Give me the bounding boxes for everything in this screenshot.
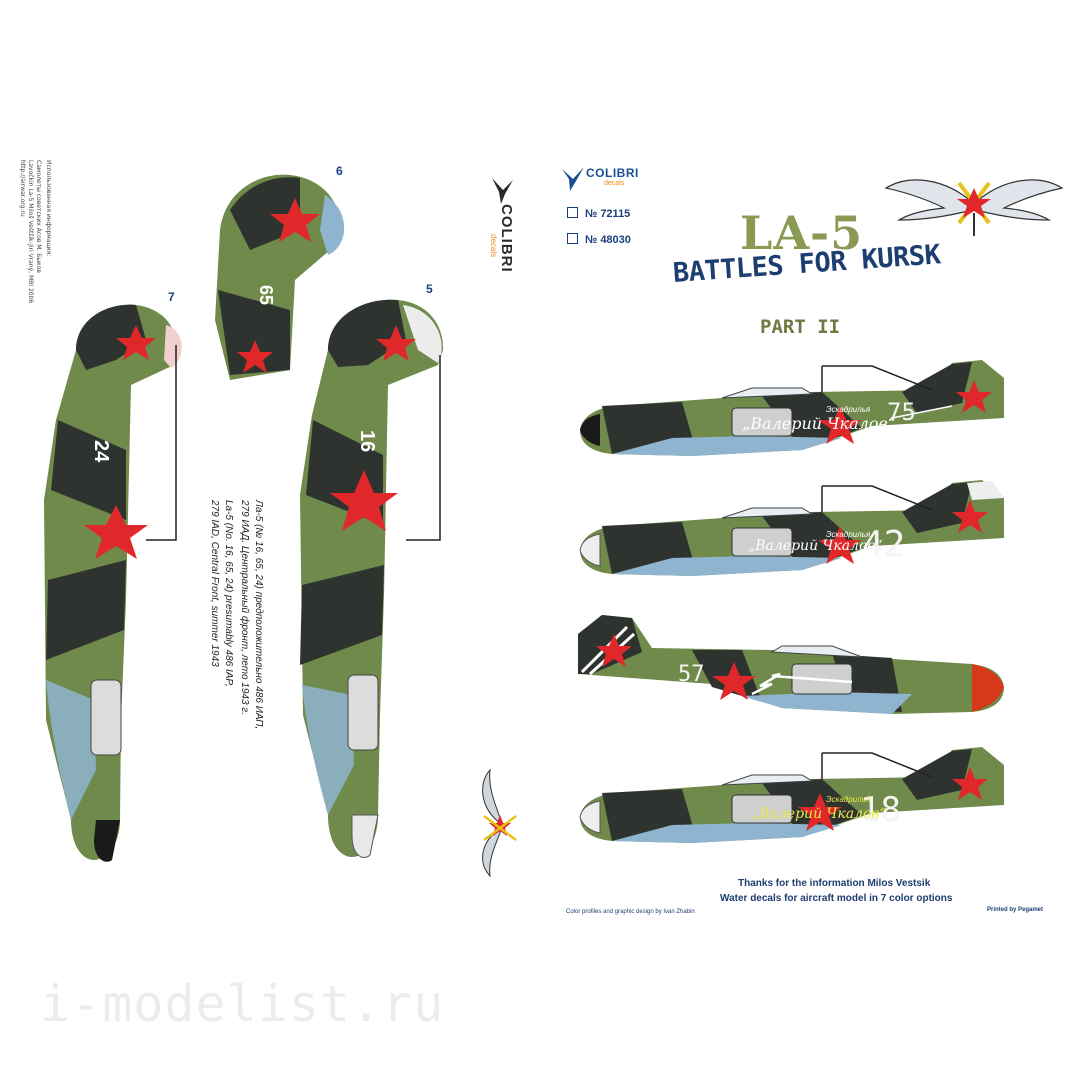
plane-number: 42: [862, 524, 906, 565]
plane-number: 16: [356, 430, 378, 453]
decal-sheet: Использованная информация: Самолеты сове…: [8, 160, 1064, 915]
checkbox[interactable]: [567, 207, 578, 218]
topview-aircraft-65: [215, 174, 345, 380]
plane-number: 18: [860, 790, 901, 830]
plane-number: 65: [256, 285, 276, 306]
credit-line: Lavočkin La-5 Miloš Veštšík-Jiri Vraný, …: [27, 160, 34, 304]
winged-star-emblem-icon: [884, 179, 1064, 236]
water-decals-text: Water decals for aircraft model in 7 col…: [720, 893, 953, 904]
option-72115[interactable]: № 72115: [567, 207, 630, 220]
credits-block: Использованная информация: Самолеты сове…: [8, 160, 52, 340]
script-small: Эскадрилья: [826, 530, 871, 539]
page-title: LA-5: [740, 206, 864, 260]
brand-sub: decals: [489, 234, 498, 258]
printer-credit: Printed by Pegamet: [987, 907, 1044, 913]
caption-en-2: 279 IAD, Central Front, summer 1943: [209, 500, 220, 667]
script-name: „Валерий Чкалов“: [752, 806, 887, 822]
caption-en-1: La-5 (No. 16, 65, 24) presumably 486 IAP…: [223, 500, 234, 687]
credit-line: Самолеты советских Асов М. Быков: [35, 160, 42, 273]
script-small: Эскадрилья: [826, 795, 871, 804]
colibri-logo: COLIBRI decals: [560, 165, 638, 198]
option-label: № 48030: [585, 234, 631, 246]
design-credit: Color profiles and graphic design by Iva…: [566, 909, 695, 915]
script-small: Эскадрилья: [826, 405, 871, 414]
caption-ru-2: 279 ИАД. Центральный фронт, лето 1943 г.: [239, 500, 250, 716]
topview-aircraft-16: [300, 299, 444, 858]
credit-line: http://airwar.org.ru: [19, 160, 26, 217]
option-label: № 72115: [585, 208, 631, 220]
colibri-bird-icon: [562, 167, 584, 191]
brand-name: COLIBRI: [586, 166, 639, 180]
winged-emblem-icon: [482, 768, 517, 878]
watermark: i-modelist.ru: [40, 975, 445, 1033]
plane-number: 57: [678, 662, 705, 687]
plane-number: 24: [90, 440, 112, 463]
credit-line: Использованная информация:: [45, 160, 52, 257]
brand-sub: decals: [604, 180, 625, 187]
brand-name: COLIBRI: [498, 204, 515, 273]
profile-aircraft-57: [578, 615, 1004, 714]
checkbox[interactable]: [567, 233, 578, 244]
callout-number: 6: [336, 164, 343, 178]
profile-aircraft-18: [579, 747, 1004, 843]
script-name: „Валерий Чкалов“: [748, 538, 883, 554]
callout-number: 7: [168, 290, 175, 304]
thanks-text: Thanks for the information Milos Vestsik: [738, 878, 931, 889]
option-48030[interactable]: № 48030: [567, 233, 631, 246]
colibri-bird-icon: [492, 178, 513, 204]
profile-aircraft-75: [580, 360, 1004, 456]
script-name: „Валерий Чкалов“: [742, 414, 896, 433]
caption-ru-1: Ла-5 (№ 16, 65, 24) предположительно 486…: [253, 500, 264, 730]
part-label: PART II: [760, 316, 841, 338]
topview-aircraft-24: [44, 304, 182, 862]
plane-number: 75: [887, 398, 916, 426]
callout-number: 5: [426, 282, 433, 296]
colibri-logo-vertical: COLIBRI decals: [489, 176, 515, 273]
profile-aircraft-42: [579, 480, 1004, 576]
